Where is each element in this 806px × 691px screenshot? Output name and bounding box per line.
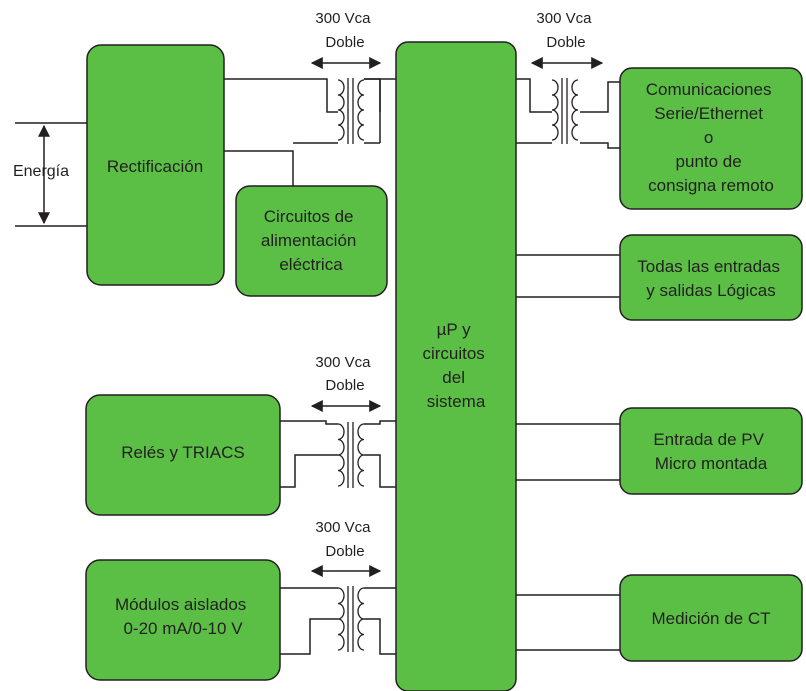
wire-rect-power [224, 150, 294, 186]
wire-modules-tx-bottom [280, 618, 338, 655]
energy-label: Energía [13, 163, 69, 180]
wire-relays-tx-bottom [280, 454, 338, 488]
wire-tx-proc-top [364, 78, 381, 112]
transformers [337, 78, 579, 652]
wire-tx-comm [580, 81, 621, 113]
communications-label: Comunicaciones Serie/Ethernet o punto de… [646, 80, 776, 195]
wire-rect-tx-top [224, 78, 338, 113]
relays-label: Relés y TRIACS [121, 443, 244, 462]
wire-relays-tx [280, 420, 338, 425]
blocks [85, 41, 803, 691]
connection-lines [15, 78, 621, 655]
communications-box [619, 67, 803, 210]
pv-input-box [619, 407, 803, 495]
processor-box [395, 41, 517, 691]
wire-tx-comm-bottom [580, 142, 621, 149]
wire-proc-tx-comm [516, 78, 552, 113]
rectification-label: Rectificación [107, 157, 203, 176]
isolated-modules-label: Módulos aislados 0-20 mA/0-10 V [115, 595, 251, 638]
ct-measurement-label: Medición de CT [651, 609, 770, 628]
transformer-top-right [551, 78, 579, 144]
isolated-modules-box [85, 559, 281, 681]
wire-tx-proc-relays [364, 420, 396, 425]
wire-tx-proc-modules-bottom [364, 618, 396, 655]
power-circuits-box [235, 185, 388, 297]
pv-input-label: Entrada de PV Micro montada [653, 430, 768, 473]
transformer-modules [337, 586, 365, 652]
rectification-box [86, 44, 225, 286]
power-circuits-label: Circuitos de alimentación eléctrica [261, 207, 361, 274]
isolation-label-top-right: 300 Vca Doble [536, 10, 595, 51]
ct-measurement-box [619, 574, 803, 662]
isolation-label-relays: 300 Vca Doble [315, 354, 374, 394]
block-labels: Rectificación Circuitos de alimentación … [107, 80, 784, 638]
transformer-top-left [337, 78, 365, 144]
transformer-relays [337, 422, 365, 488]
processor-label: µP y circuitos del sistema [422, 320, 489, 411]
isolation-label-top-left: 300 Vca Doble [315, 10, 374, 51]
relays-box [85, 394, 281, 516]
logic-io-box [619, 234, 803, 321]
isolation-label-modules: 300 Vca Doble [315, 519, 374, 560]
isolation-labels: Energía 300 Vca Doble 300 Vca Doble 300 … [13, 10, 595, 560]
arrows [38, 57, 604, 577]
wire-tx-proc-relays-bottom [364, 454, 396, 488]
logic-io-label: Todas las entradas y salidas Lógicas [637, 257, 784, 300]
